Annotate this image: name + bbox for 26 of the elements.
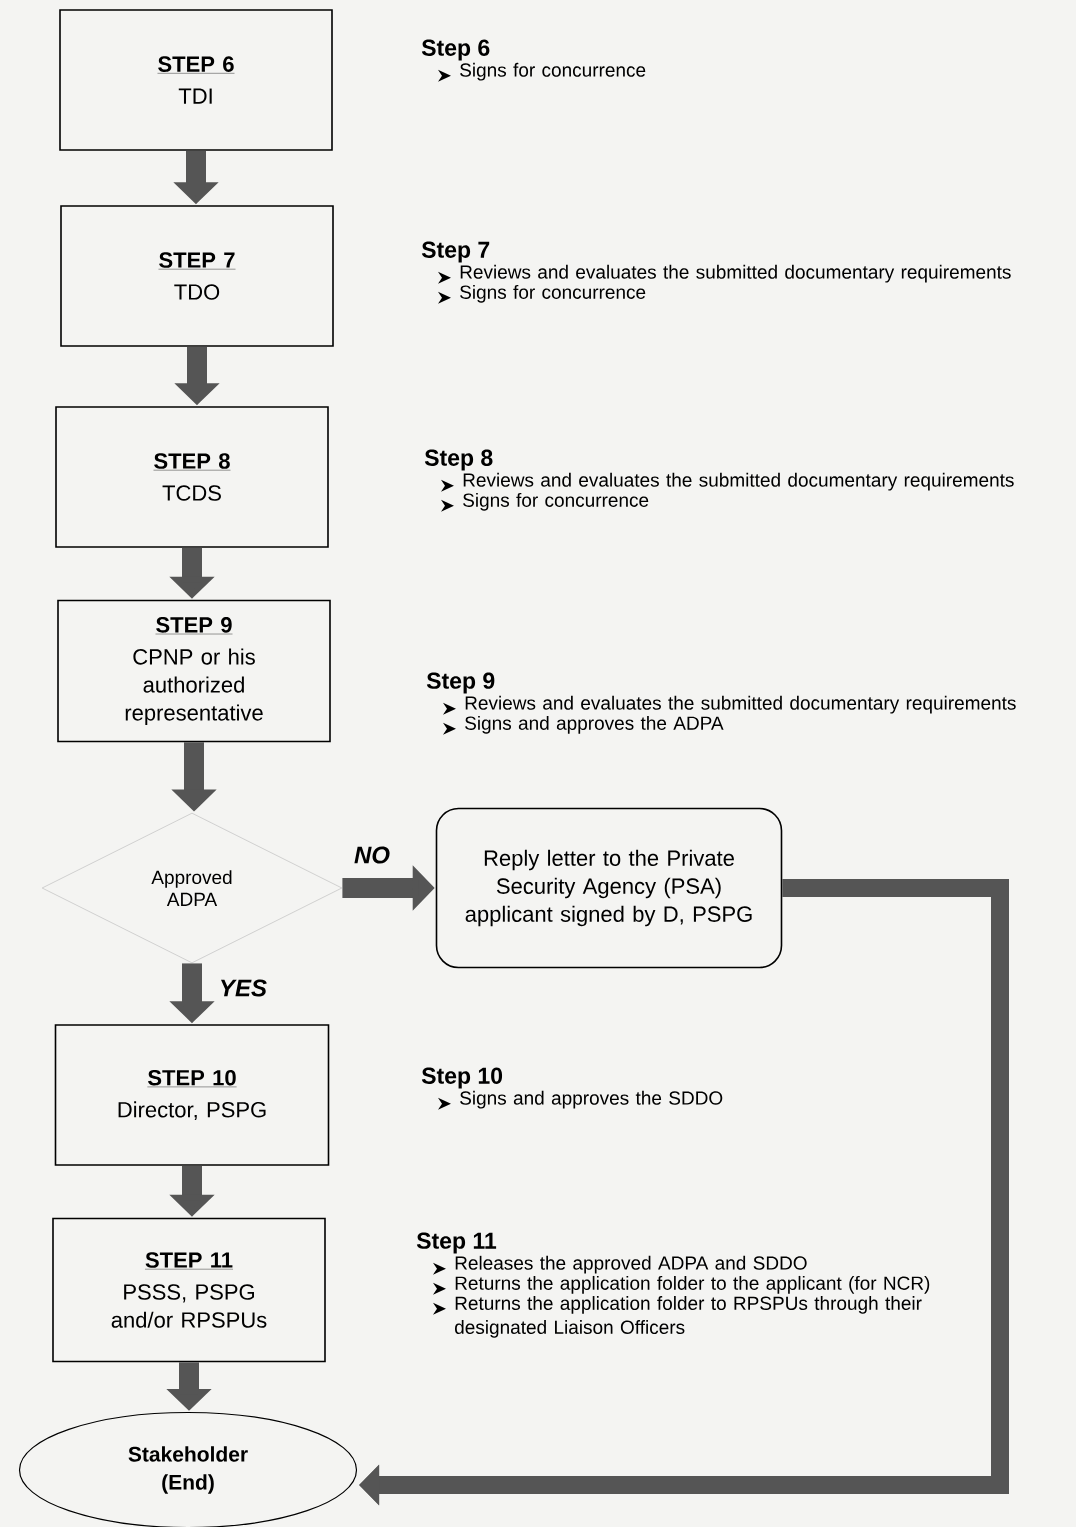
process-box: STEP 8 TCDS (55, 406, 329, 548)
process-box: STEP 9 CPNP or his authorized representative (57, 599, 331, 743)
process-box: STEP 11 PSSS, PSPG and/or RPSPUs (52, 1217, 326, 1363)
step-heading: Step 8 (424, 449, 493, 471)
bullet-text: Returns the application folder to RPSPUs through their designated Liaison Officers (455, 1296, 922, 1338)
bullet-text: Reviews and evaluates the submitted documentary requirements (463, 472, 1014, 491)
step-heading: Step 7 (421, 241, 490, 263)
process-box: STEP 7 TDO (60, 205, 334, 347)
bullet-text: Signs for concurrence (460, 284, 646, 303)
process-box: STEP 6 TDI (59, 9, 333, 151)
step-heading: Step 10 (421, 1067, 503, 1089)
rounded-box: Reply letter to the Private Security Agency (PSA) applicant signed by D, PSPG (435, 807, 783, 969)
bullet-text: Returns the application folder to the applicant (for NCR) (455, 1275, 930, 1294)
step-heading: Step 9 (426, 672, 495, 694)
bullet-text: Signs for concurrence (463, 492, 649, 511)
decision-text: Approved ADPA (41, 812, 343, 964)
step-heading: Step 11 (416, 1232, 497, 1254)
bullet-text: Releases the approved ADPA and SDDO (455, 1255, 807, 1274)
bullet-text: Reviews and evaluates the submitted documentary requirements (465, 695, 1016, 714)
connector-arrow (359, 879, 1009, 1506)
bullet-text: Reviews and evaluates the submitted documentary requirements (460, 264, 1011, 283)
bullet-text: Signs and approves the SDDO (460, 1090, 723, 1109)
bullet-text: Signs and approves the ADPA (465, 715, 724, 734)
step-heading: Step 6 (421, 39, 490, 61)
process-box: STEP 10 Director, PSPG (54, 1024, 330, 1166)
bullet-text: Signs for concurrence (460, 62, 646, 81)
